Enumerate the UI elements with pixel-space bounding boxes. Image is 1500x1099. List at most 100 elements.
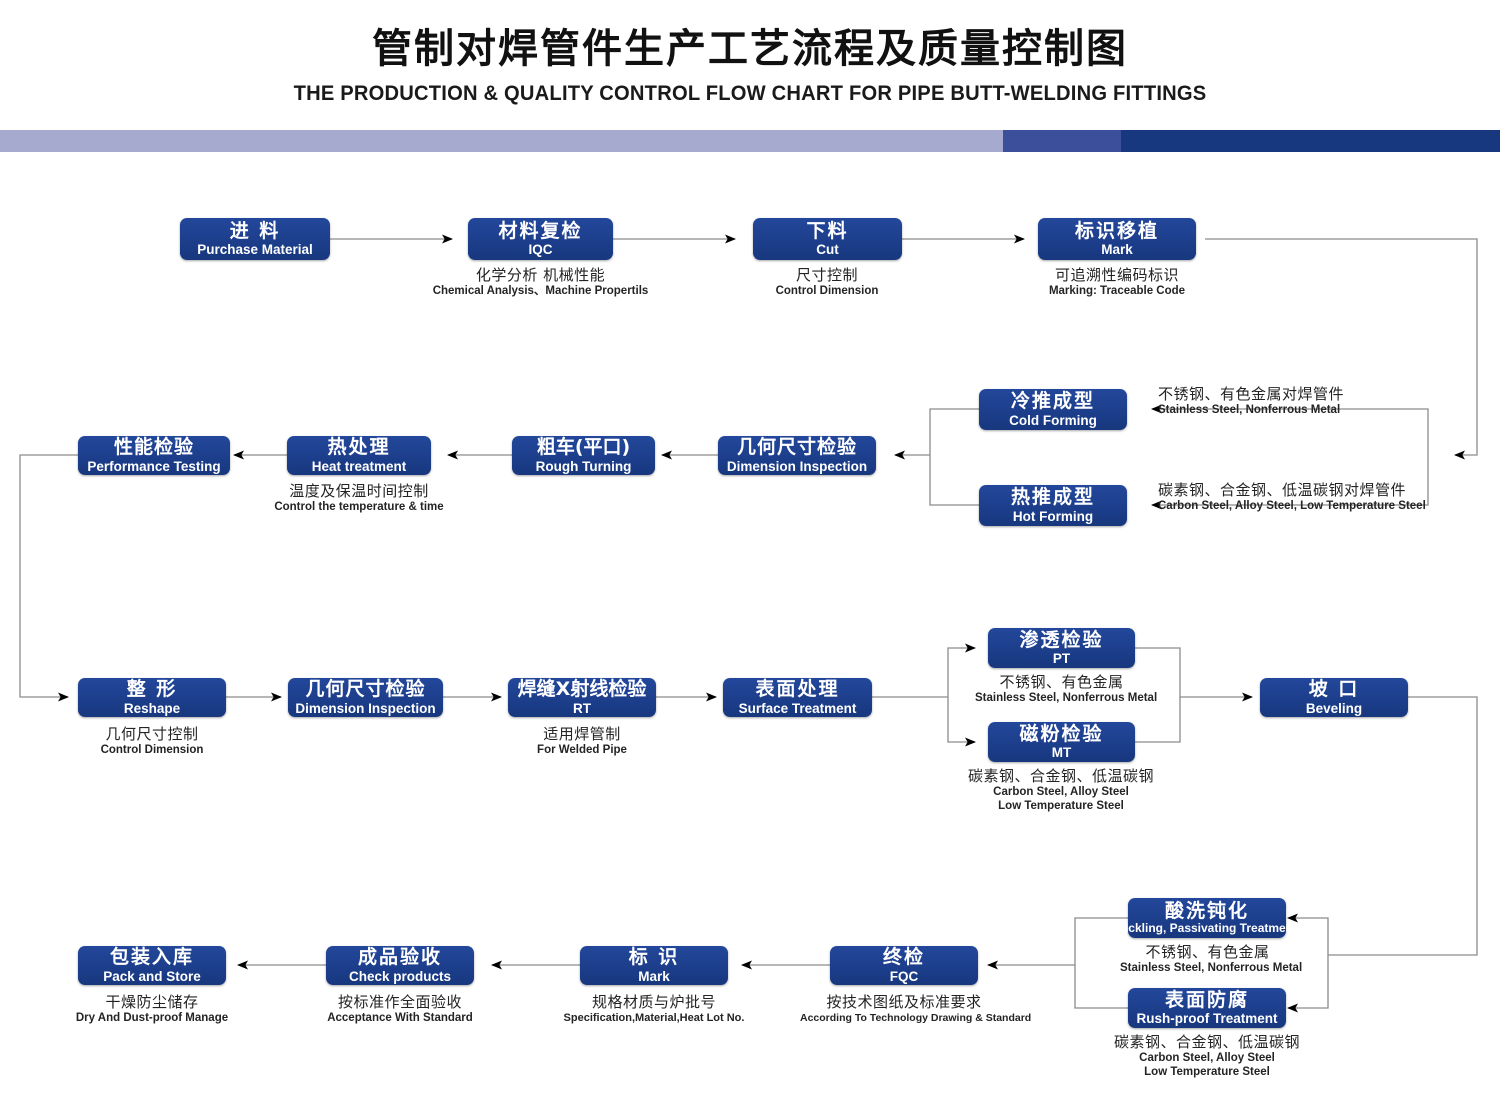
node-rough-turning[interactable]: 粗车(平口) Rough Turning (512, 436, 655, 475)
node-label-cn: 渗透检验 (1019, 628, 1104, 651)
caption-line-en: Specification,Material,Heat Lot No. (563, 1012, 745, 1024)
caption-line-en: Chemical Analysis、Machine Propertils (432, 285, 649, 297)
caption-line-en: Control the temperature & time (274, 501, 444, 513)
caption-line-cn: 适用焊管制 (543, 725, 621, 743)
caption-line-cn: 碳素钢、合金钢、低温碳钢 (967, 767, 1154, 785)
caption-reshape: 几何尺寸控制 Control Dimension (70, 725, 234, 758)
caption-hot-forming: 碳素钢、合金钢、低温碳钢对焊管件 Carbon Steel, Alloy Ste… (1158, 481, 1498, 514)
node-label-cn: 热推成型 (1010, 486, 1095, 509)
node-label-cn: 坡 口 (1308, 678, 1360, 701)
node-reshape[interactable]: 整 形 Reshape (78, 678, 226, 717)
node-label-cn: 表面处理 (755, 678, 840, 701)
caption-line-en-2: Low Temperature Steel (998, 799, 1124, 812)
caption-line-en: Stainless Steel, Nonferrous Metal (975, 692, 1158, 704)
node-label-cn: 几何尺寸检验 (736, 436, 857, 459)
node-label-en: FQC (889, 968, 919, 984)
node-dimension-inspection-1[interactable]: 几何尺寸检验 Dimension Inspection (718, 436, 876, 475)
node-label-cn: 焊缝X射线检验 (517, 678, 647, 701)
node-cold-forming[interactable]: 冷推成型 Cold Forming (979, 389, 1127, 430)
caption-heat-treatment: 温度及保温时间控制 Control the temperature & time (262, 482, 456, 515)
caption-pickling: 不锈钢、有色金属 Stainless Steel, Nonferrous Met… (1120, 943, 1302, 976)
caption-cold-forming: 不锈钢、有色金属对焊管件 Stainless Steel, Nonferrous… (1158, 385, 1488, 418)
node-label-cn: 标 识 (628, 946, 680, 969)
caption-line-cn: 尺寸控制 (795, 266, 858, 284)
node-label-en: Mark (1101, 242, 1133, 258)
caption-penetrant-test: 不锈钢、有色金属 Stainless Steel, Nonferrous Met… (975, 673, 1158, 706)
node-label-en: Purchase Material (197, 242, 313, 258)
caption-rushproof: 碳素钢、合金钢、低温碳钢 Carbon Steel, Alloy Steel L… (1108, 1033, 1306, 1080)
caption-line-cn: 干燥防尘储存 (105, 993, 199, 1011)
node-label-en: Performance Testing (87, 458, 221, 474)
node-label-cn: 成品验收 (357, 946, 442, 969)
node-pack-and-store[interactable]: 包装入库 Pack and Store (78, 946, 226, 985)
node-beveling[interactable]: 坡 口 Beveling (1260, 678, 1408, 717)
node-label-cn: 进 料 (229, 219, 281, 242)
caption-weld-rt: 适用焊管制 For Welded Pipe (500, 725, 664, 758)
node-label-cn: 热处理 (327, 436, 391, 459)
node-mark-final[interactable]: 标 识 Mark (580, 946, 728, 985)
caption-line-en: Acceptance With Standard (327, 1012, 473, 1024)
caption-line-en: Dry And Dust-proof Manage (75, 1012, 229, 1024)
node-label-cn: 性能检验 (113, 436, 194, 459)
node-pickling-passivating[interactable]: 酸洗钝化 Pickling, Passivating Treatment (1117, 898, 1297, 938)
node-label-en: Dimension Inspection (726, 458, 868, 474)
node-cut[interactable]: 下料 Cut (753, 218, 902, 260)
node-label-cn: 磁粉检验 (1019, 722, 1104, 745)
node-label-en: RT (573, 700, 591, 716)
node-label-en: Pickling, Passivating Treatment (1116, 921, 1298, 936)
node-mark-transplant[interactable]: 标识移植 Mark (1038, 218, 1196, 260)
node-rushproof-treatment[interactable]: 表面防腐 Rush-proof Treatment (1128, 988, 1286, 1028)
node-label-cn: 材料复检 (498, 219, 583, 242)
node-fqc[interactable]: 终检 FQC (830, 946, 978, 985)
caption-pack-and-store: 干燥防尘储存 Dry And Dust-proof Manage (62, 993, 242, 1026)
caption-line-en-2: Low Temperature Steel (1144, 1065, 1270, 1078)
node-label-cn: 表面防腐 (1164, 988, 1249, 1011)
page-title-english: THE PRODUCTION & QUALITY CONTROL FLOW CH… (293, 82, 1207, 105)
node-purchase-material[interactable]: 进 料 Purchase Material (180, 218, 330, 260)
node-label-en: Dimension Inspection (295, 700, 436, 716)
caption-line-cn: 规格材质与炉批号 (591, 993, 716, 1011)
caption-line-cn: 按技术图纸及标准要求 (826, 993, 982, 1011)
caption-mark-final: 规格材质与炉批号 Specification,Material,Heat Lot… (552, 993, 756, 1025)
node-label-cn: 酸洗钝化 (1164, 899, 1249, 922)
node-weld-rt[interactable]: 焊缝X射线检验 RT (508, 678, 656, 717)
node-label-en: Cut (816, 242, 839, 258)
node-heat-treatment[interactable]: 热处理 Heat treatment (287, 436, 431, 475)
caption-magnetic-test: 碳素钢、合金钢、低温碳钢 Carbon Steel, Alloy Steel L… (963, 767, 1159, 814)
caption-iqc: 化学分析 机械性能 Chemical Analysis、Machine Prop… (400, 266, 681, 299)
node-label-en: Hot Forming (1012, 508, 1094, 524)
caption-cut: 尺寸控制 Control Dimension (727, 266, 927, 299)
caption-line-en: According To Technology Drawing & Standa… (800, 1012, 1032, 1024)
caption-line-cn: 碳素钢、合金钢、低温碳钢 (1113, 1033, 1300, 1051)
caption-line-en: Carbon Steel, Alloy Steel (993, 786, 1129, 798)
caption-line-en: Marking: Traceable Code (1048, 285, 1186, 297)
node-label-en: Reshape (123, 700, 181, 716)
caption-line-en: Stainless Steel, Nonferrous Metal (1158, 404, 1341, 416)
caption-line-cn: 温度及保温时间控制 (289, 482, 429, 500)
node-label-cn: 包装入库 (109, 946, 194, 969)
node-iqc[interactable]: 材料复检 IQC (468, 218, 613, 260)
node-label-cn: 几何尺寸检验 (305, 678, 426, 701)
node-label-en: Rush-proof Treatment (1136, 1011, 1278, 1027)
node-dimension-inspection-2[interactable]: 几何尺寸检验 Dimension Inspection (288, 678, 443, 717)
caption-line-cn: 不锈钢、有色金属对焊管件 (1158, 385, 1345, 403)
page-title-chinese: 管制对焊管件生产工艺流程及质量控制图 (372, 26, 1128, 72)
node-label-en: PT (1052, 651, 1071, 667)
caption-line-cn: 碳素钢、合金钢、低温碳钢对焊管件 (1158, 481, 1407, 499)
caption-line-en: Control Dimension (775, 285, 879, 297)
node-surface-treatment[interactable]: 表面处理 Surface Treatment (723, 678, 872, 717)
node-label-cn: 整 形 (126, 678, 178, 701)
node-label-en: Cold Forming (1009, 412, 1097, 428)
node-penetrant-test[interactable]: 渗透检验 PT (988, 628, 1135, 668)
node-hot-forming[interactable]: 热推成型 Hot Forming (979, 485, 1127, 526)
caption-line-en: Carbon Steel, Alloy Steel, Low Temperatu… (1158, 500, 1426, 512)
node-check-products[interactable]: 成品验收 Check products (326, 946, 474, 985)
node-label-cn: 下料 (806, 219, 849, 242)
node-performance-testing[interactable]: 性能检验 Performance Testing (78, 436, 230, 475)
node-label-cn: 标识移植 (1074, 219, 1159, 242)
header-bar-light (0, 130, 1003, 152)
caption-line-en: Carbon Steel, Alloy Steel (1139, 1052, 1275, 1064)
node-magnetic-test[interactable]: 磁粉检验 MT (988, 722, 1135, 762)
